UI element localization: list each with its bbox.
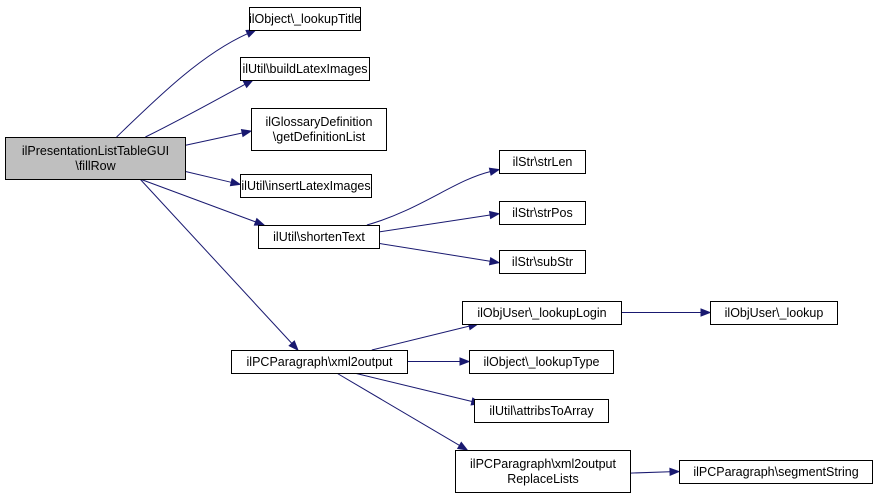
node-insertLatexImages[interactable]: ilUtil\insertLatexImages: [240, 174, 372, 198]
node-root[interactable]: ilPresentationListTableGUI\fillRow: [5, 137, 186, 180]
edge-xml2output-to-lookupType: [407, 357, 471, 366]
node-lookupType[interactable]: ilObject\_lookupType: [469, 350, 614, 374]
edge-root-to-lookupTitle: [116, 29, 257, 138]
edge-root-to-buildLatexImages: [145, 79, 255, 138]
edge-root-to-getDefinitionList: [184, 128, 253, 146]
node-label: ilObject\_lookupTitle: [249, 12, 361, 26]
edge-line: [629, 471, 671, 474]
node-label: ilPCParagraph\xml2output: [247, 355, 393, 369]
edge-line: [354, 372, 473, 402]
edge-line: [336, 372, 460, 446]
node-box: [251, 108, 387, 151]
node-box: [258, 225, 380, 249]
node-label: ilObjUser\_lookupLogin: [477, 306, 606, 320]
arrowhead-icon: [488, 210, 501, 220]
edge-shortenText-to-strLen: [366, 167, 501, 226]
node-label: ilStr\strPos: [512, 206, 572, 220]
node-label: \getDefinitionList: [273, 130, 366, 144]
edge-shortenText-to-strPos: [378, 210, 501, 233]
node-strLen[interactable]: ilStr\strLen: [499, 150, 586, 174]
node-label: ilUtil\buildLatexImages: [242, 62, 367, 76]
node-xml2output[interactable]: ilPCParagraph\xml2output: [231, 350, 408, 374]
edge-shortenText-to-subStr: [378, 242, 501, 266]
node-strPos[interactable]: ilStr\strPos: [499, 201, 586, 225]
node-label: ilObjUser\_lookup: [725, 306, 824, 320]
arrowhead-icon: [245, 29, 257, 38]
node-shortenText[interactable]: ilUtil\shortenText: [258, 225, 380, 249]
arrowhead-icon: [456, 441, 469, 451]
node-box: [249, 7, 361, 31]
edge-root-to-xml2output: [139, 178, 299, 352]
node-box: [499, 150, 586, 174]
edge-line: [139, 178, 256, 223]
node-label: ReplaceLists: [507, 472, 579, 486]
node-box: [469, 350, 614, 374]
node-box: [710, 301, 838, 325]
node-lookup[interactable]: ilObjUser\_lookup: [710, 301, 838, 325]
node-label: ilUtil\shortenText: [273, 230, 365, 244]
arrowhead-icon: [288, 340, 299, 352]
arrowhead-icon: [242, 79, 255, 89]
node-label: ilPCParagraph\segmentString: [693, 465, 858, 479]
node-buildLatexImages[interactable]: ilUtil\buildLatexImages: [240, 57, 370, 81]
node-label: ilGlossaryDefinition: [266, 115, 373, 129]
node-box: [231, 350, 408, 374]
edge-line: [116, 33, 248, 138]
edge-replaceLists-to-segmentString: [629, 467, 681, 477]
arrowhead-icon: [488, 256, 501, 266]
node-box: [474, 399, 609, 423]
edge-line: [378, 242, 491, 262]
edge-xml2output-to-replaceLists: [336, 372, 469, 451]
node-box: [679, 460, 873, 484]
node-label: \fillRow: [75, 159, 116, 173]
node-box: [499, 250, 586, 274]
node-lookupLogin[interactable]: ilObjUser\_lookupLogin: [462, 301, 622, 325]
edge-line: [139, 178, 293, 344]
edge-root-to-insertLatexImages: [184, 170, 242, 187]
arrowhead-icon: [459, 357, 471, 366]
node-box: [240, 57, 370, 81]
node-subStr[interactable]: ilStr\subStr: [499, 250, 586, 274]
edge-line: [184, 170, 232, 183]
edge-xml2output-to-attribsToArray: [354, 372, 483, 406]
arrowhead-icon: [229, 178, 242, 187]
node-label: ilStr\strLen: [513, 155, 573, 169]
node-label: ilStr\subStr: [512, 255, 573, 269]
node-lookupTitle[interactable]: ilObject\_lookupTitle: [249, 7, 361, 31]
node-box: [5, 137, 186, 180]
arrowhead-icon: [700, 308, 712, 317]
arrowhead-icon: [240, 128, 253, 138]
edge-line: [378, 214, 491, 233]
edge-line: [371, 325, 470, 351]
arrowhead-icon: [488, 167, 501, 176]
node-box: [462, 301, 622, 325]
edge-line: [366, 171, 491, 226]
arrowhead-icon: [253, 217, 266, 226]
node-label: ilUtil\insertLatexImages: [241, 179, 370, 193]
node-box: [499, 201, 586, 225]
node-label: ilUtil\attribsToArray: [489, 404, 594, 418]
node-segmentString[interactable]: ilPCParagraph\segmentString: [679, 460, 873, 484]
edge-line: [145, 83, 246, 138]
edges-layer: [116, 29, 712, 477]
node-box: [455, 450, 631, 493]
node-box: [240, 174, 372, 198]
node-label: ilPCParagraph\xml2output: [470, 457, 616, 471]
node-getDefinitionList[interactable]: ilGlossaryDefinition\getDefinitionList: [251, 108, 387, 151]
edge-line: [184, 132, 243, 146]
node-attribsToArray[interactable]: ilUtil\attribsToArray: [474, 399, 609, 423]
arrowhead-icon: [669, 467, 681, 477]
nodes-layer: ilPresentationListTableGUI\fillRow ilObje…: [5, 7, 873, 493]
node-label: ilObject\_lookupType: [483, 355, 599, 369]
edge-xml2output-to-lookupLogin: [371, 322, 480, 351]
edge-lookupLogin-to-lookup: [621, 308, 712, 317]
node-label: ilPresentationListTableGUI: [22, 144, 169, 158]
